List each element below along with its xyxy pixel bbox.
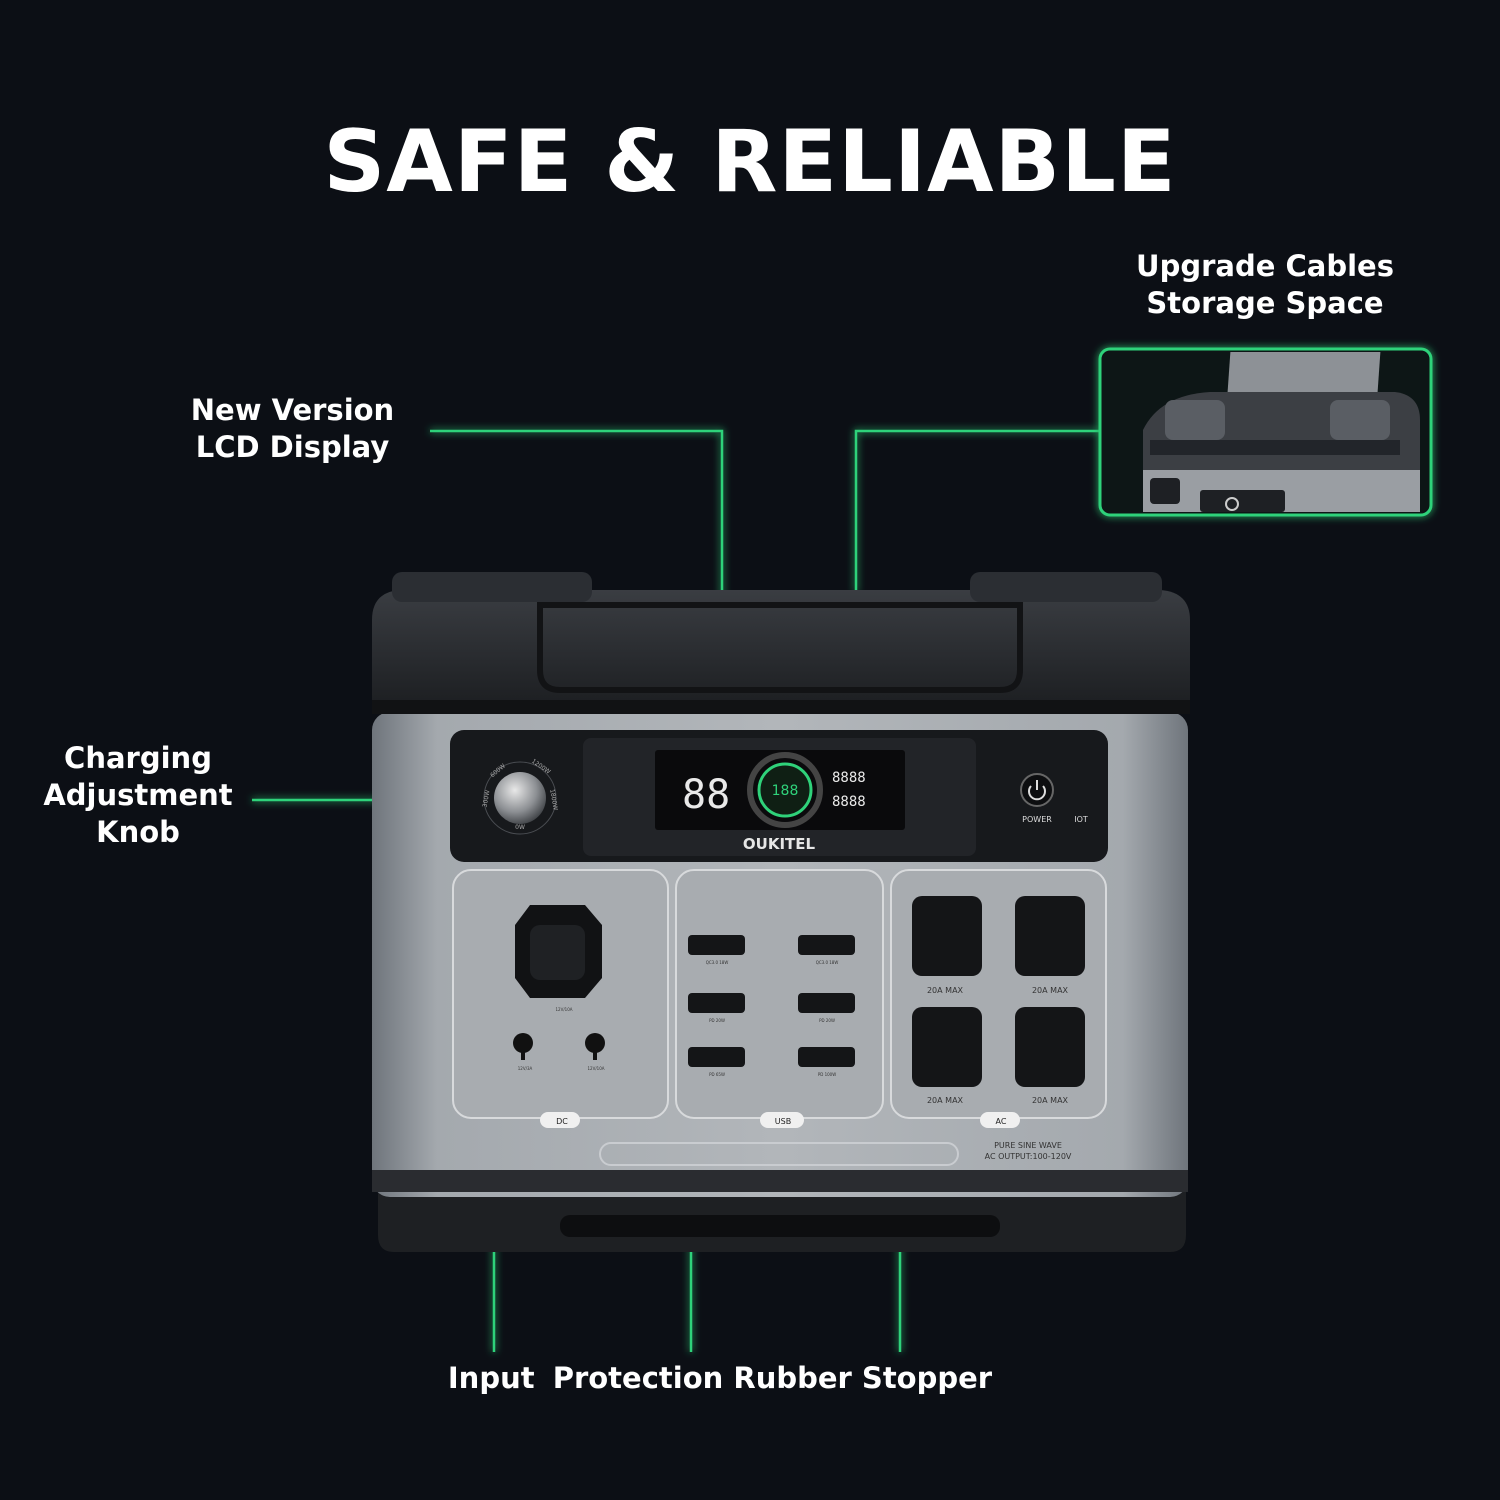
ac-max-label: 20A MAX <box>927 1096 964 1105</box>
callout-input: Input <box>447 1361 535 1395</box>
callout-lcd-line-2: LCD Display <box>195 430 390 464</box>
section-label-dc: DC <box>556 1117 568 1126</box>
lcd-ring-digits: 188 <box>772 783 799 799</box>
dc-port-label: 12V/3A <box>518 1066 533 1071</box>
ac-max-label: 20A MAX <box>927 986 964 995</box>
dc-port-label: 12V/10A <box>556 1007 573 1012</box>
lcd-input-digits: 8888 <box>832 770 866 786</box>
callout-storage-line-2: Storage Space <box>1146 286 1384 320</box>
callout-knob-line-3: Knob <box>96 815 180 849</box>
callout-lcd-line-1: New Version <box>190 393 395 427</box>
ac-max-label: 20A MAX <box>1032 986 1069 995</box>
brand-logo: OUKITEL <box>743 835 816 853</box>
dc-port-label: 12V/10A <box>588 1066 605 1071</box>
ac-footer-line-1: PURE SINE WAVE <box>994 1141 1062 1150</box>
callout-storage-line-1: Upgrade Cables <box>1136 249 1394 283</box>
knob-label-0w: 0W <box>515 824 525 831</box>
section-label-ac: AC <box>996 1117 1007 1126</box>
usb-port-label: QC3.0 18W <box>706 960 729 965</box>
callout-knob-line-2: Adjustment <box>43 778 233 812</box>
callout-bottom: Input Protection Rubber Stopper <box>400 1360 1040 1397</box>
usb-port-label: QC3.0 18W <box>816 960 839 965</box>
callout-charging-knob: Charging Adjustment Knob <box>18 740 258 851</box>
power-label: POWER <box>1022 815 1052 824</box>
lcd-main-digits: 88 <box>682 772 730 818</box>
iot-label: IOT <box>1074 815 1088 824</box>
ac-footer-line-2: AC OUTPUT:100-120V <box>985 1152 1072 1161</box>
usb-port-label: PD 20W <box>709 1018 725 1023</box>
usb-port-label: PD 65W <box>709 1072 725 1077</box>
callout-lcd-display: New Version LCD Display <box>160 392 425 466</box>
knob-label-300w: 300W <box>482 790 492 808</box>
page-title: SAFE & RELIABLE <box>323 112 1177 212</box>
ac-max-label: 20A MAX <box>1032 1096 1069 1105</box>
callout-storage-space: Upgrade Cables Storage Space <box>1100 248 1430 322</box>
section-label-usb: USB <box>775 1117 791 1126</box>
storage-inset-photo <box>1143 352 1420 512</box>
callout-knob-line-1: Charging <box>64 741 212 775</box>
usb-port-label: PD 100W <box>818 1072 836 1077</box>
charging-knob <box>494 772 546 824</box>
usb-port-label: PD 20W <box>819 1018 835 1023</box>
lcd-output-digits: 8888 <box>832 794 866 810</box>
power-station <box>372 572 1190 1252</box>
callout-rubber-stopper: Protection Rubber Stopper <box>552 1361 993 1395</box>
knob-label-1800w: 1800W <box>548 789 559 811</box>
